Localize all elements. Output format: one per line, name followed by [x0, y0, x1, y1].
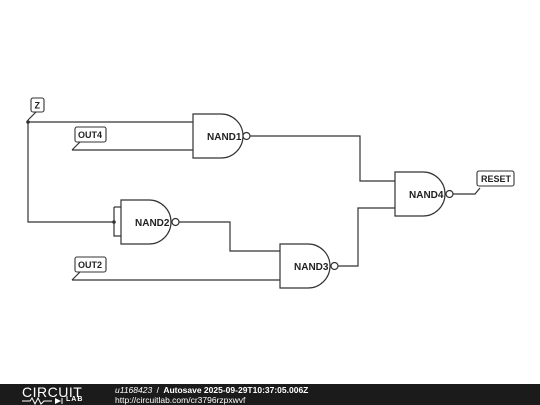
wire-nand1-to-nand4: [250, 135, 395, 182]
nand1-output-bubble: [242, 131, 251, 141]
nand1-gate[interactable]: NAND1: [192, 113, 251, 159]
wire-nand2-input-bus: [113, 207, 121, 237]
nand4-output-bubble: [445, 189, 454, 199]
net-label-out4[interactable]: OUT4: [71, 126, 107, 151]
nand2-gate[interactable]: NAND2: [120, 199, 180, 245]
junction-z: [26, 120, 30, 124]
nand3-output-bubble: [330, 261, 339, 271]
junction-nand2-inputs: [112, 220, 116, 224]
nand4-gate[interactable]: NAND4: [394, 171, 454, 217]
net-label-reset[interactable]: RESET: [476, 170, 515, 187]
logo-text-top: CIRCUIT: [22, 384, 83, 400]
nand4-label: NAND4: [409, 190, 444, 201]
nand3-label: NAND3: [294, 262, 329, 273]
nand3-gate[interactable]: NAND3: [279, 243, 339, 289]
net-label-z[interactable]: Z: [27, 97, 45, 121]
wire-z-to-nand2: [27, 120, 114, 223]
footer-bar: CIRCUIT LAB u1168423 / Autosave 2025-09-…: [0, 384, 540, 405]
net-label-z-text: Z: [35, 101, 41, 111]
schematic-canvas[interactable]: NAND1 NAND2 NAND3 NAND4 Z OUT4 OUT2 R: [0, 0, 540, 384]
wires: [27, 120, 481, 281]
footer-user[interactable]: u1168423: [115, 385, 153, 395]
net-label-out2[interactable]: OUT2: [71, 256, 107, 281]
wire-nand3-to-nand4: [338, 207, 395, 267]
nand2-label: NAND2: [135, 218, 170, 229]
wire-nand4-to-reset: [453, 187, 481, 195]
footer-separator: /: [156, 385, 159, 395]
wire-nand2-to-nand3: [179, 221, 280, 252]
net-label-out4-text: OUT4: [78, 130, 102, 140]
footer-autosave-line: u1168423 / Autosave 2025-09-29T10:37:05.…: [115, 385, 308, 395]
net-label-out2-text: OUT2: [78, 260, 102, 270]
circuitlab-logo[interactable]: CIRCUIT LAB: [22, 384, 102, 405]
footer-url[interactable]: http://circuitlab.com/cr3796rzpxwvf: [115, 395, 246, 405]
logo-text-bottom: LAB: [66, 396, 84, 403]
nand1-label: NAND1: [207, 132, 242, 143]
logo-squiggle-icon: [22, 397, 63, 405]
net-label-reset-text: RESET: [481, 174, 512, 184]
nand2-output-bubble: [171, 217, 180, 227]
footer-autosave: Autosave 2025-09-29T10:37:05.006Z: [163, 385, 309, 395]
